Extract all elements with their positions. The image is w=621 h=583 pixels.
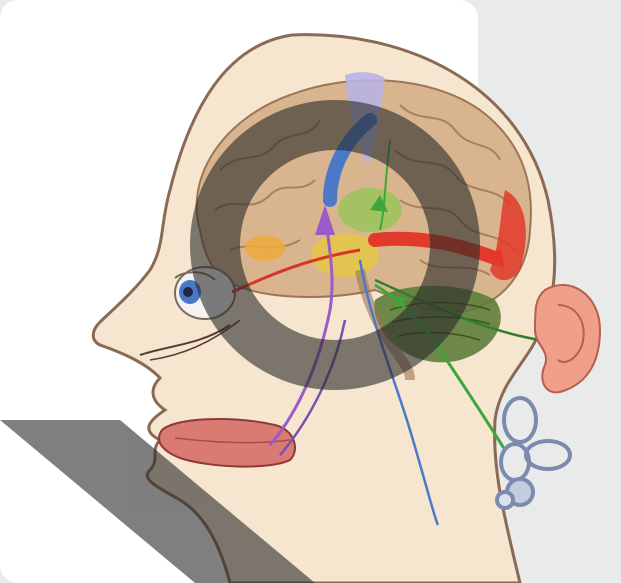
ear-icon: [535, 285, 600, 392]
cochlea-icon: [497, 398, 570, 508]
orange-area: [245, 235, 285, 261]
